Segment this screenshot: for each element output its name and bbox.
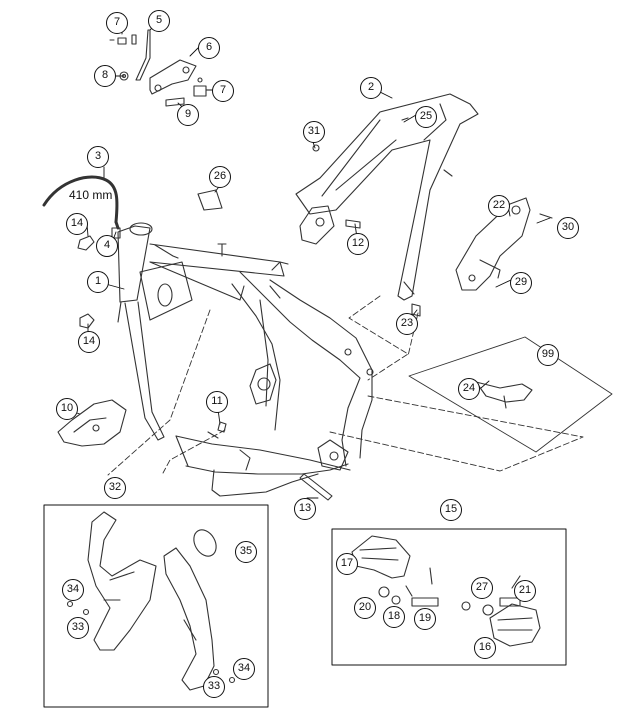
callout-4: 4 [96,235,118,257]
label-sticker [197,189,223,211]
callout-26: 26 [209,166,231,188]
assembly-dashed-lines [107,295,584,476]
callout-33: 33 [203,676,225,698]
callout-11: 11 [206,391,228,413]
footrest-kit [331,528,567,666]
callout-34: 34 [62,579,84,601]
rear-subframe [295,93,479,301]
callout-31: 31 [303,121,325,143]
chain-guide-kit [408,336,613,453]
callout-7: 7 [212,80,234,102]
callout-25: 25 [415,106,437,128]
callout-16: 16 [474,637,496,659]
frame-main [117,222,374,497]
callout-22: 22 [488,195,510,217]
dimension-label: 410 mm [69,188,113,202]
callout-10: 10 [56,398,78,420]
callout-30: 30 [557,217,579,239]
callout-35: 35 [235,541,257,563]
callout-5: 5 [148,10,170,32]
callout-23: 23 [396,313,418,335]
hose-clamps [77,235,95,329]
callout-2: 2 [360,77,382,99]
callout-21: 21 [514,580,536,602]
callout-6: 6 [198,37,220,59]
callout-19: 19 [414,608,436,630]
callout-24: 24 [458,378,480,400]
callout-32: 32 [104,477,126,499]
callout-9: 9 [177,104,199,126]
engine-guard-part [57,399,127,447]
callout-18: 18 [383,606,405,628]
vent-hose [42,175,121,239]
footrest-bracket [455,197,553,291]
callout-3: 3 [87,146,109,168]
callout-17: 17 [336,553,358,575]
callout-8: 8 [94,65,116,87]
callout-34: 34 [233,658,255,680]
callout-33: 33 [67,617,89,639]
callout-29: 29 [510,272,532,294]
callout-14: 14 [66,213,88,235]
callout-20: 20 [354,597,376,619]
callout-13: 13 [294,498,316,520]
callout-7: 7 [106,12,128,34]
callout-1: 1 [87,271,109,293]
frame-protector-kit [43,504,269,708]
top-left-hardware [109,29,207,107]
leader-lines [66,20,551,499]
callout-12: 12 [347,233,369,255]
callout-14: 14 [78,331,100,353]
bolts-various [217,117,421,501]
callout-99: 99 [537,344,559,366]
callout-15: 15 [440,499,462,521]
callout-27: 27 [471,577,493,599]
